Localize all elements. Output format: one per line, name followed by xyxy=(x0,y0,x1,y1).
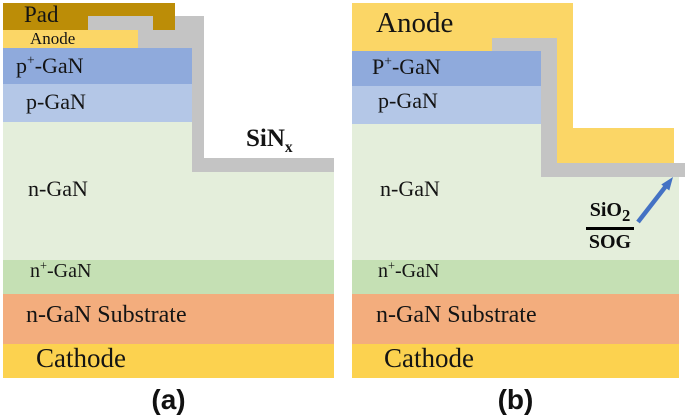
label-text: -GaN xyxy=(47,260,92,282)
p-gan-layer-b xyxy=(352,86,542,124)
sinx-sidewall-segment xyxy=(192,48,204,172)
cathode-label-b: Cathode xyxy=(384,343,474,373)
substrate-layer-a xyxy=(3,294,334,344)
superscript: + xyxy=(384,53,392,69)
n-plus-gan-label-b: n+-GaN xyxy=(378,258,440,282)
p-gan-layer-a xyxy=(3,84,192,122)
superscript: + xyxy=(40,258,47,273)
sinx-under-pad-segment xyxy=(88,16,153,30)
p-plus-gan-layer-a xyxy=(3,48,192,84)
p-gan-label-a: p-GaN xyxy=(26,89,86,114)
sinx-right-of-pad-segment xyxy=(175,16,204,30)
anode-label-b: Anode xyxy=(376,7,454,39)
p-plus-gan-label-a: p+-GaN xyxy=(16,52,84,78)
label-text: p xyxy=(16,53,27,78)
n-plus-gan-layer-a xyxy=(3,260,334,294)
n-gan-label-a: n-GaN xyxy=(28,176,88,201)
label-text: -GaN xyxy=(34,53,84,78)
label-text: n xyxy=(378,260,388,282)
anode-layer-a xyxy=(3,30,138,48)
substrate-label-a: n-GaN Substrate xyxy=(26,302,187,328)
sinx-field-segment xyxy=(192,158,334,172)
label-text: SiO xyxy=(589,199,622,221)
caption-b: (b) xyxy=(497,384,534,415)
label-text: -GaN xyxy=(391,54,441,79)
p-plus-gan-layer-b xyxy=(352,51,542,86)
sio2-sog-label: SiO2 SOG xyxy=(572,199,648,254)
sinx-label: SiNx xyxy=(246,125,293,155)
p-plus-gan-label-b: P+-GaN xyxy=(372,53,441,79)
subscript: 2 xyxy=(621,206,631,225)
sinx-top-segment xyxy=(138,30,204,48)
anode-sidewall-overlay-b xyxy=(556,3,573,163)
pad-label-a: Pad xyxy=(24,2,59,27)
superscript: + xyxy=(27,52,35,68)
sio2-numerator: SiO2 xyxy=(585,199,635,230)
label-text: P xyxy=(372,54,385,79)
substrate-layer-b xyxy=(352,294,679,344)
caption-a: (a) xyxy=(151,384,186,415)
cathode-layer-a xyxy=(3,344,334,378)
subscript: x xyxy=(284,139,293,156)
p-gan-label-b: p-GaN xyxy=(378,88,438,113)
cathode-layer-b xyxy=(352,344,679,378)
n-gan-label-b: n-GaN xyxy=(380,176,440,201)
anode-label-a: Anode xyxy=(30,29,76,48)
n-plus-gan-layer-b xyxy=(352,260,679,294)
label-text: n xyxy=(30,260,40,282)
oxide-sidewall-segment xyxy=(541,38,557,177)
n-plus-gan-label-a: n+-GaN xyxy=(30,258,92,282)
label-text: SiN xyxy=(246,125,285,152)
oxide-field-segment xyxy=(541,163,685,177)
label-text: -GaN xyxy=(395,260,440,282)
superscript: + xyxy=(388,258,395,273)
sog-denominator: SOG xyxy=(588,231,632,253)
oxide-pointer-arrow-icon xyxy=(636,177,673,224)
oxide-under-anode-segment xyxy=(492,38,557,51)
anode-field-overlay-b xyxy=(556,128,674,163)
cathode-label-a: Cathode xyxy=(36,343,126,373)
etched-region-mask-a xyxy=(203,122,334,158)
substrate-label-b: n-GaN Substrate xyxy=(376,302,537,328)
